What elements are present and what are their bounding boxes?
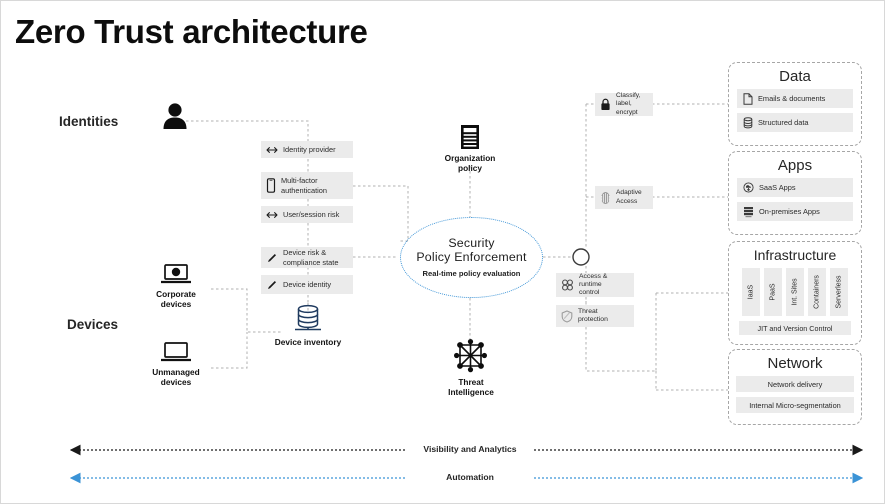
infra-col-paas[interactable]: PaaS [764,268,782,316]
infra-col-label: IaaS [747,284,755,300]
panel-title: Data [779,68,811,85]
panel-row-label: Structured data [758,118,809,127]
oval-line-2: Policy Enforcement [416,250,527,264]
chip-label: User/session risk [283,209,340,219]
chip-label: Device identity [283,279,332,289]
panel-title: Apps [777,157,813,174]
devices-label: Devices [67,317,119,332]
network-mesh-icon [454,339,487,373]
fingerprint-icon [600,191,611,205]
link-nodes-icon [561,279,574,291]
infra-col-iaas[interactable]: IaaS [742,268,760,316]
panel-row-label: Emails & documents [758,94,826,103]
policy-junction-node [572,248,590,266]
panel-row-structured-data[interactable]: Structured data [737,113,853,132]
panel-row-label: On-premises Apps [759,207,820,216]
organization-policy-label: Organization policy [444,153,496,174]
rail-label-automation: Automation [446,472,494,482]
panel-row-on-premises-apps[interactable]: On-premises Apps [737,202,853,221]
chip-label: Access & runtime control [579,272,608,297]
panel-title: Infrastructure [753,247,837,263]
database-icon [292,304,324,334]
chip-threat-protection[interactable]: Threat protection [556,305,634,327]
infra-jit-version-control[interactable]: JIT and Version Control [739,321,851,335]
corporate-devices-label: Corporate devices [156,289,196,310]
chip-adaptive-access[interactable]: Adaptive Access [595,186,653,209]
panel-row-label: Internal Micro-segmentation [749,400,841,410]
chip-label: Adaptive Access [616,189,642,205]
chip-label: Threat protection [578,307,608,323]
panel-apps: Apps SaaS Apps On-premises Apps [728,151,862,235]
file-icon [743,92,753,105]
server-rack-icon [743,206,754,218]
laptop-managed-icon [160,263,192,287]
infra-col-serverless[interactable]: Serverless [830,268,848,316]
threat-intelligence-label: Threat Intelligence [448,377,494,398]
panel-row-label: SaaS Apps [759,183,796,192]
document-lines-icon [456,123,484,153]
arrows-horizontal-icon [266,210,278,220]
chip-classify-label-encrypt[interactable]: Classify, label, encrypt [595,92,653,116]
panel-row-saas-apps[interactable]: SaaS Apps [737,178,853,197]
database-icon [743,116,753,129]
panel-data: Data Emails & documents [728,62,862,146]
oval-line-1: Security [448,236,495,251]
chip-user-session-risk[interactable]: User/session risk [261,206,353,223]
chip-label: Device risk & compliance state [283,248,339,267]
oval-subtitle: Real-time policy evaluation [422,268,521,278]
shield-icon [561,309,573,323]
infra-col-label: Containers [813,275,821,309]
mobile-phone-icon [266,178,276,193]
laptop-icon [160,341,192,365]
chip-label: Identity provider [283,144,336,154]
rail-label-visibility-analytics: Visibility and Analytics [423,444,517,454]
arrows-horizontal-icon [266,145,278,155]
infra-col-label: Serverless [835,275,843,309]
unmanaged-devices-label: Unmanaged devices [152,367,200,388]
lock-icon [600,98,611,111]
panel-row-network-delivery[interactable]: Network delivery [736,376,854,392]
page-title: Zero Trust architecture [15,13,368,50]
panel-row-label: Network delivery [767,379,823,389]
infrastructure-columns: IaaS PaaS Int. Sites Containers Serverle… [742,268,848,316]
chip-device-risk-compliance[interactable]: Device risk & compliance state [261,247,353,268]
device-inventory-label: Device inventory [274,337,342,347]
infra-col-label: Int. Sites [791,278,799,306]
panel-row-internal-micro-segmentation[interactable]: Internal Micro-segmentation [736,397,854,413]
cloud-download-icon [743,182,754,193]
person-icon [161,101,189,131]
chip-label: Multi-factor authentication [281,176,328,195]
chip-multi-factor-authentication[interactable]: Multi-factor authentication [261,172,353,199]
chip-identity-provider[interactable]: Identity provider [261,141,353,158]
chip-access-runtime-control[interactable]: Access & runtime control [556,273,634,297]
pen-icon [266,252,278,264]
pen-icon [266,279,278,291]
identities-label: Identities [59,114,119,129]
panel-infrastructure: Infrastructure IaaS PaaS Int. Sites Cont… [728,241,862,345]
chip-label: Classify, label, encrypt [616,92,641,116]
panel-title: Network [767,355,823,372]
panel-row-emails-documents[interactable]: Emails & documents [737,89,853,108]
infra-col-int-sites[interactable]: Int. Sites [786,268,804,316]
security-policy-enforcement-oval[interactable]: Security Policy Enforcement Real-time po… [400,217,543,298]
infra-col-containers[interactable]: Containers [808,268,826,316]
chip-device-identity[interactable]: Device identity [261,275,353,294]
panel-network: Network Network delivery Internal Micro-… [728,349,862,425]
infra-col-label: PaaS [769,283,777,301]
